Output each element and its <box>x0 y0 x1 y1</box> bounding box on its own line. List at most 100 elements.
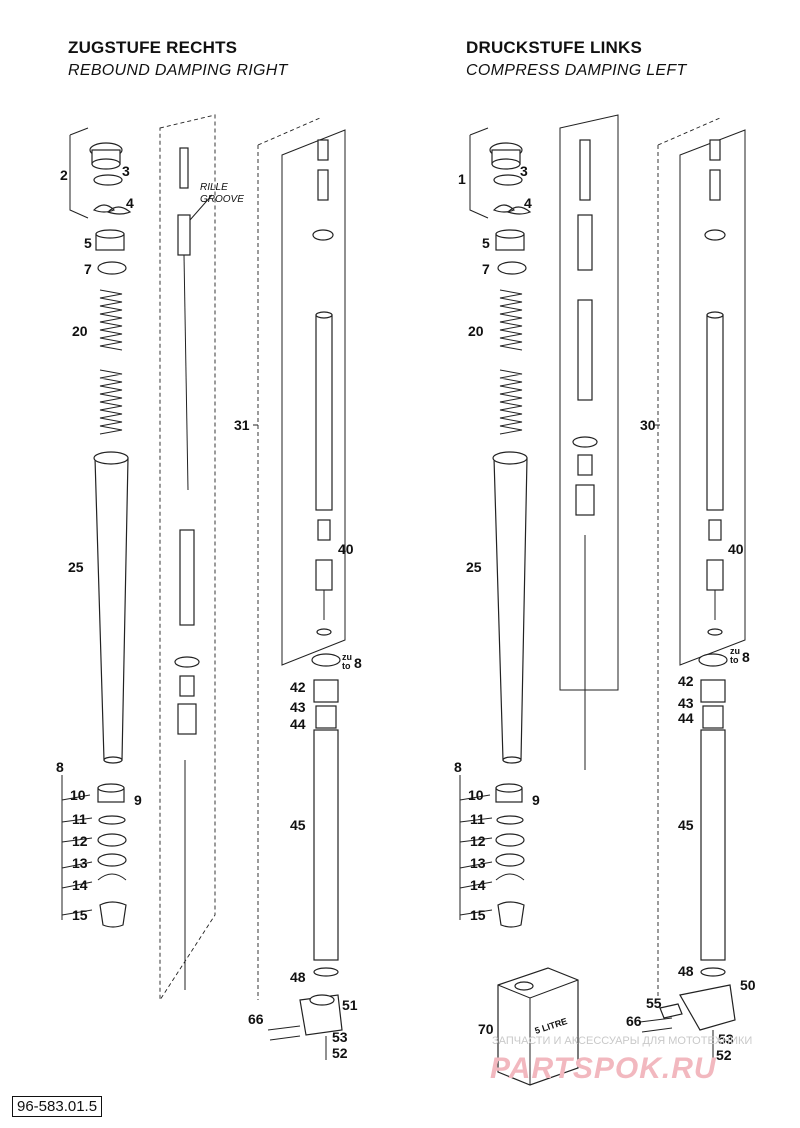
bushing-43 <box>315 705 337 729</box>
callout: 20 <box>72 323 88 339</box>
right-title: DRUCKSTUFE LINKS <box>466 38 643 57</box>
left-assembly <box>61 114 346 1060</box>
callout: 1 <box>458 171 466 187</box>
callout: 10 <box>468 787 484 803</box>
zu-note: zu <box>342 652 352 662</box>
callout: 44 <box>290 716 306 732</box>
callout: 9 <box>532 792 540 808</box>
callout: 15 <box>72 907 88 923</box>
callout: 52 <box>716 1047 732 1063</box>
fork-cap-bottom <box>91 158 121 170</box>
piston <box>312 229 334 241</box>
washer <box>497 261 527 275</box>
callout: 9 <box>134 792 142 808</box>
callout: 5 <box>482 235 490 251</box>
nut-42 <box>313 679 339 703</box>
left-callouts: 2 3 4 5 7 20 25 8 10 9 11 12 13 14 15 31… <box>56 163 362 1061</box>
watermark-logo: PARTSPOK.RU <box>490 1052 717 1085</box>
o-ring-48 <box>313 967 339 977</box>
washer-11 <box>98 815 126 825</box>
bleed-screw <box>659 1003 683 1019</box>
callout: 52 <box>332 1045 348 1061</box>
callout: 43 <box>678 695 694 711</box>
washer <box>97 261 127 275</box>
callout: 13 <box>470 855 486 871</box>
piston <box>704 229 726 241</box>
bolt-66 <box>267 1025 301 1031</box>
callout: 31 <box>234 417 250 433</box>
zu-note: zu <box>730 646 740 656</box>
callout: 12 <box>470 833 486 849</box>
inner-fork-tube <box>700 729 726 961</box>
callout: 50 <box>740 977 756 993</box>
dust-seal <box>497 901 525 928</box>
to-note: to <box>342 661 351 671</box>
callout: 8 <box>56 759 64 775</box>
callout: 10 <box>70 787 86 803</box>
callout: 14 <box>72 877 88 893</box>
callout: 14 <box>470 877 486 893</box>
right-subtitle: COMPRESS DAMPING LEFT <box>466 62 687 79</box>
callout: 4 <box>524 195 532 211</box>
callout: 66 <box>248 1011 264 1027</box>
callout: 70 <box>478 1021 494 1037</box>
callout: 8 <box>354 655 362 671</box>
callout: 15 <box>470 907 486 923</box>
damper-rod <box>183 254 189 491</box>
to-note: to <box>730 655 739 665</box>
compression-adjuster <box>579 139 591 201</box>
callout: 48 <box>678 963 694 979</box>
callout: 2 <box>60 167 68 183</box>
callout: 45 <box>290 817 306 833</box>
left-subtitle: REBOUND DAMPING RIGHT <box>68 62 288 79</box>
callout: 8 <box>454 759 462 775</box>
circlip <box>97 873 127 881</box>
callout: 66 <box>626 1013 642 1029</box>
fork-spring-upper <box>99 289 123 351</box>
callout: 44 <box>678 710 694 726</box>
split-collet <box>92 204 132 215</box>
rod-fitting <box>177 214 191 256</box>
callout: 53 <box>718 1031 734 1047</box>
callout: 12 <box>72 833 88 849</box>
callout: 40 <box>728 541 744 557</box>
part-code-label: 96-583.01.5 <box>12 1096 103 1117</box>
right-callouts: 1 3 4 5 7 20 25 8 10 9 11 12 13 14 15 30… <box>454 163 756 1063</box>
callout: 53 <box>332 1029 348 1045</box>
rille-annotation: RILLE <box>200 182 228 193</box>
groove-annotation: GROOVE <box>200 194 244 205</box>
o-ring <box>493 174 523 186</box>
outer-fork-tube <box>94 457 129 761</box>
damper-rod-top <box>179 147 189 189</box>
callout: 11 <box>470 811 485 827</box>
callout: 7 <box>482 261 490 277</box>
oil-bottle <box>497 967 579 1086</box>
inner-fork-tube <box>313 729 339 961</box>
callout: 20 <box>468 323 484 339</box>
damper-tube <box>179 529 195 626</box>
callout: 8 <box>742 649 750 665</box>
cartridge-tube <box>706 314 724 511</box>
right-assembly <box>459 114 746 1086</box>
callout: 45 <box>678 817 694 833</box>
axle-bracket <box>679 984 736 1031</box>
callout: 4 <box>126 195 134 211</box>
callout: 42 <box>290 679 306 695</box>
callout: 42 <box>678 673 694 689</box>
left-title: ZUGSTUFE RECHTS <box>68 38 238 57</box>
seal-ring <box>97 833 127 847</box>
callout: 30 <box>640 417 656 433</box>
cartridge-tube <box>315 314 333 511</box>
callout: 25 <box>466 559 482 575</box>
base-valve <box>315 559 333 591</box>
outer-fork-tube <box>493 457 528 761</box>
callout: 3 <box>520 163 528 179</box>
callout: 40 <box>338 541 354 557</box>
callout: 13 <box>72 855 88 871</box>
callout: 43 <box>290 699 306 715</box>
callout: 25 <box>68 559 84 575</box>
split-collet <box>492 204 532 215</box>
callout: 11 <box>72 811 87 827</box>
fork-spring-upper <box>499 289 523 351</box>
